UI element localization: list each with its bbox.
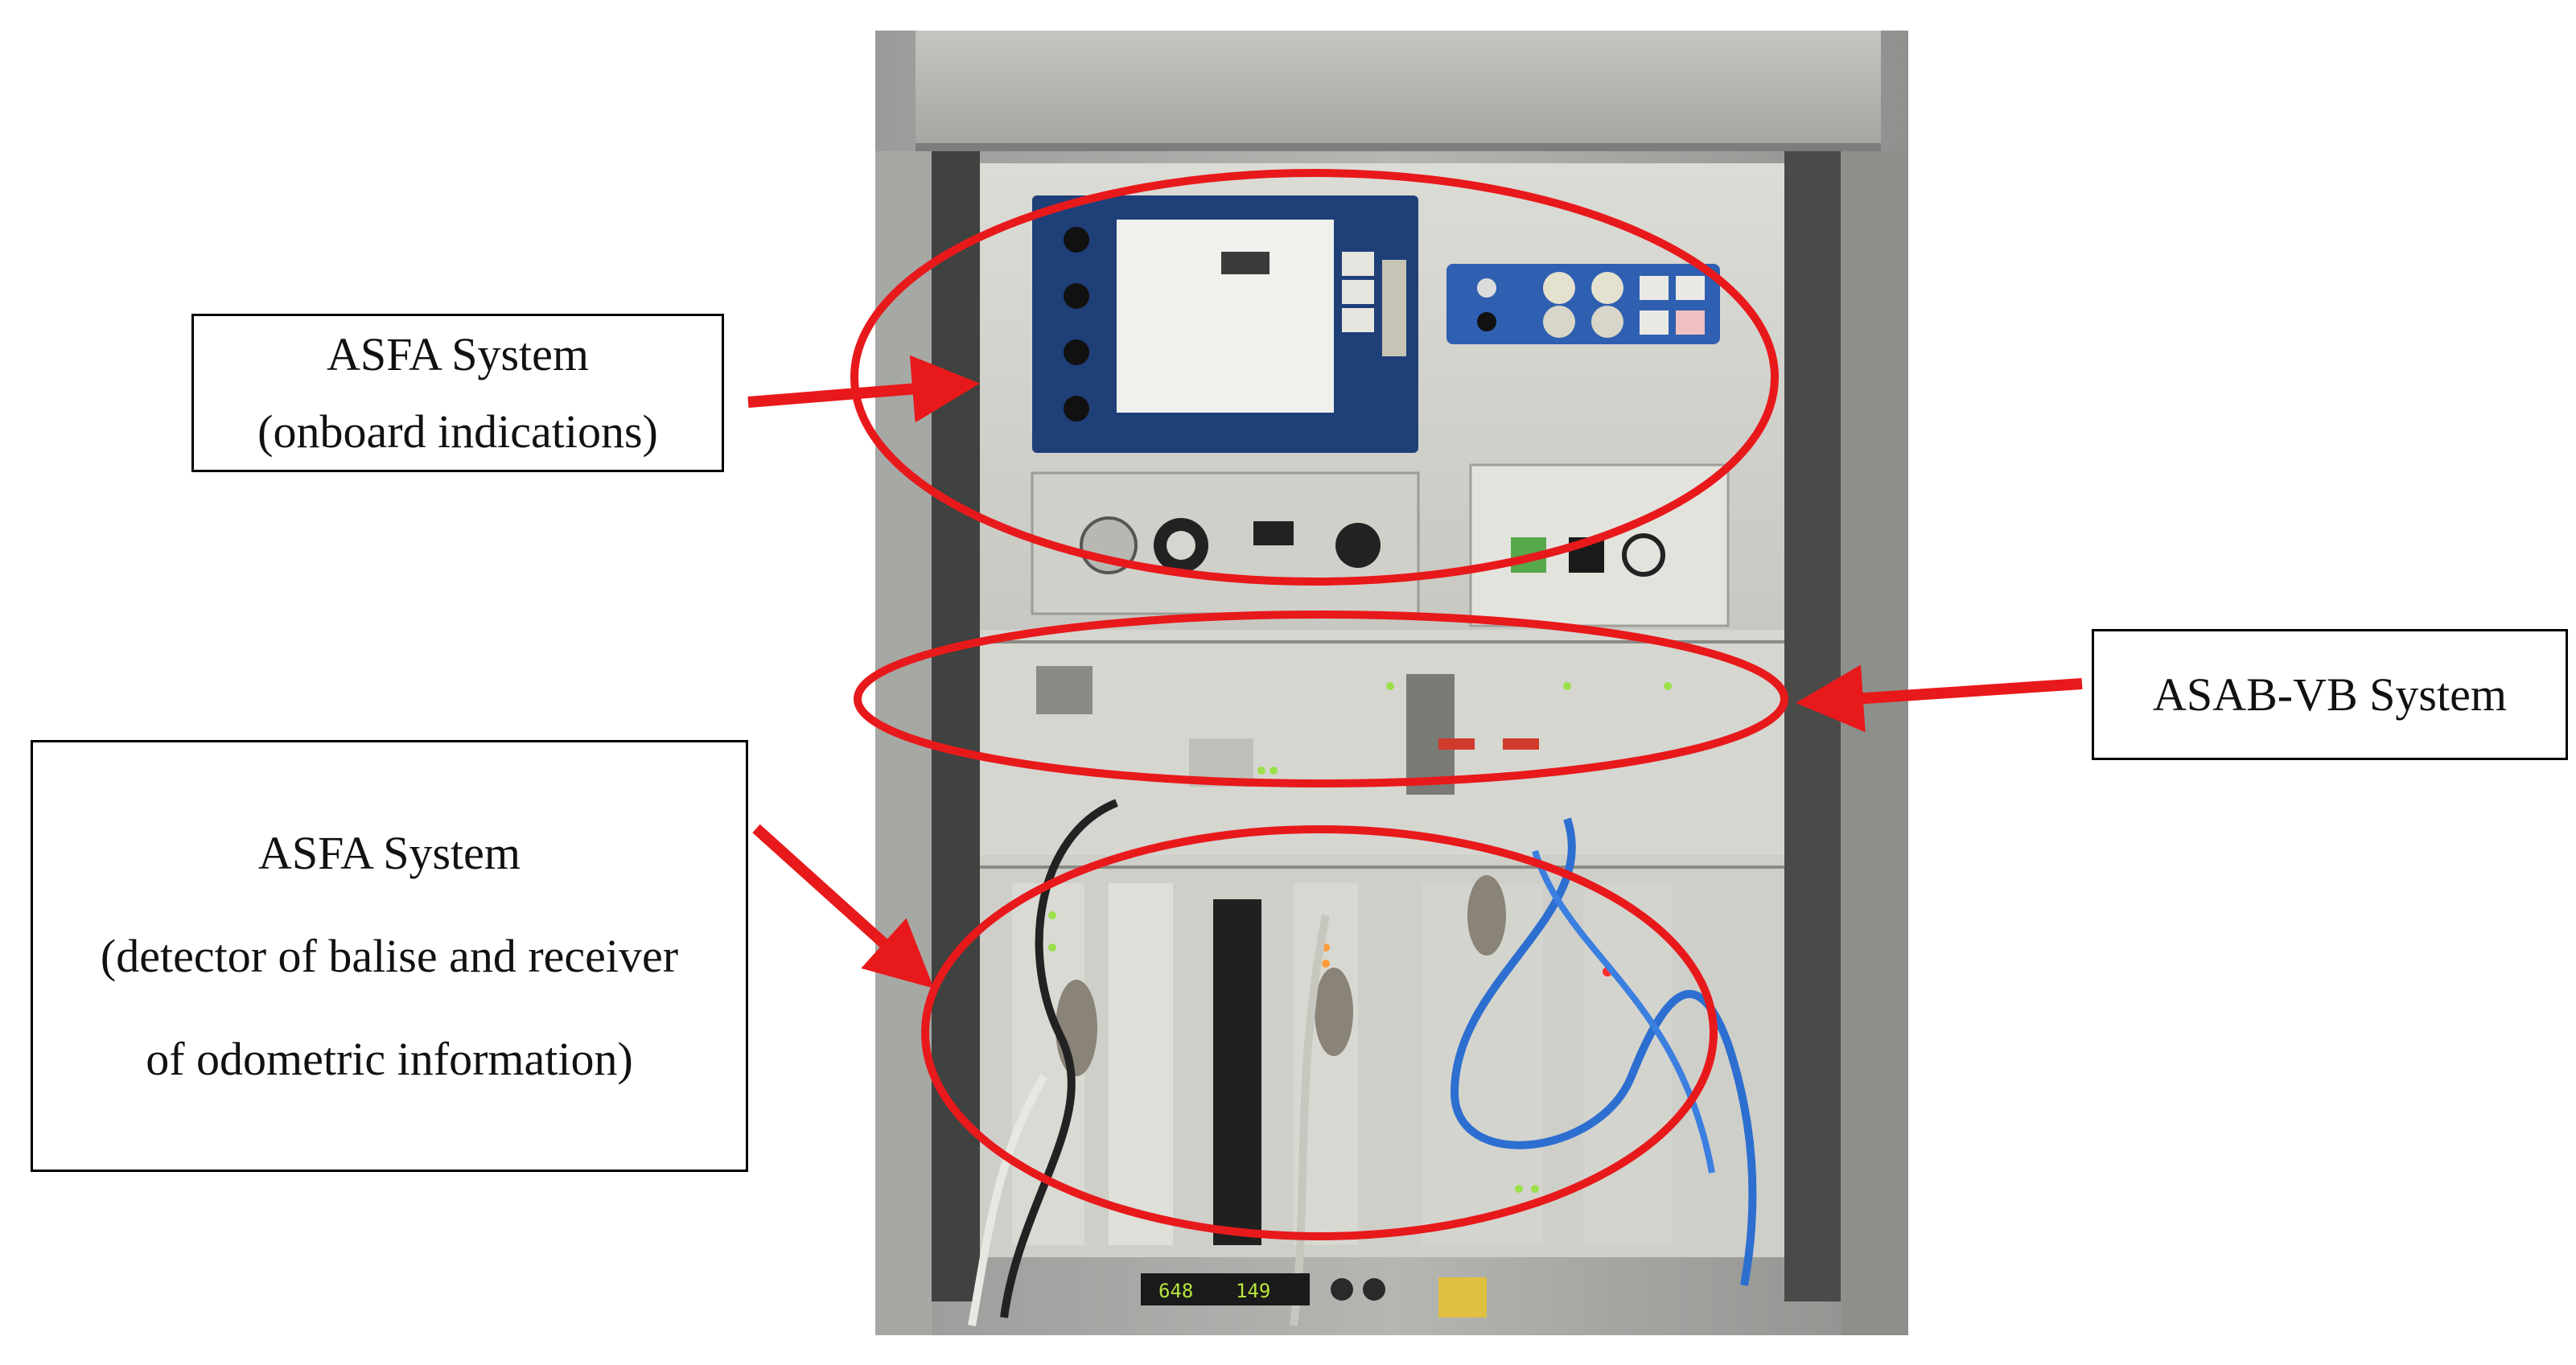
label-asab-vb: ASAB-VB System (2092, 629, 2568, 760)
counter-left: 648 (1158, 1280, 1193, 1302)
label-title: ASFA System (326, 327, 590, 380)
label-title: ASAB-VB System (2153, 668, 2507, 721)
middle-rack (980, 630, 1784, 855)
equipment-rack-photo: 648 149 (875, 31, 1908, 1335)
asfa-knob (1064, 227, 1089, 253)
counter-right: 149 (1236, 1280, 1270, 1302)
label-subtitle-line2: of odometric information) (146, 1032, 633, 1085)
label-subtitle: (onboard indications) (257, 405, 658, 458)
left-frame (932, 151, 980, 1301)
cabinet-top (916, 31, 1881, 150)
label-asfa-detector: ASFA System (detector of balise and rece… (31, 740, 748, 1172)
label-title: ASFA System (257, 826, 521, 879)
counter-display (1141, 1273, 1310, 1305)
asfa-screen (1117, 220, 1334, 413)
right-frame (1784, 151, 1841, 1301)
asfa-knob (1064, 283, 1089, 309)
label-subtitle-line1: (detector of balise and receiver (100, 929, 679, 982)
asfa-knob (1064, 339, 1089, 365)
asfa-knob (1064, 396, 1089, 421)
label-asfa-onboard: ASFA System (onboard indications) (191, 314, 724, 472)
